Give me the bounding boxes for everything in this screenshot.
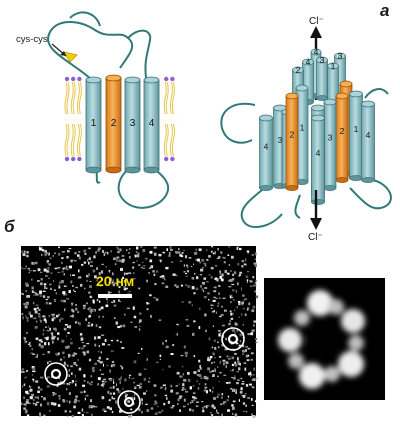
- pentamer-helix: 3: [323, 98, 337, 191]
- ion-arrow-down-head: [310, 218, 322, 230]
- pentamer-helix: 4: [361, 100, 375, 183]
- pentamer-loops: [220, 88, 392, 229]
- pentamer-helix-label: 4: [366, 130, 371, 140]
- pentamer-helix: 4: [311, 114, 325, 205]
- helix-4-label: 4: [149, 118, 155, 129]
- particle-circle: [44, 362, 68, 386]
- panel-letter-b: б: [4, 217, 15, 236]
- scale-bar-label: 20 нм: [96, 273, 134, 289]
- pentamer-helix-label: 3: [328, 133, 333, 143]
- monomer-helices: 1 2 3 4: [85, 74, 160, 174]
- particle-circle: [221, 327, 245, 351]
- scale-bar: [98, 294, 132, 298]
- ion-arrow-up-head: [310, 26, 322, 38]
- pentamer-helix: 1: [295, 84, 309, 185]
- helix-2-label: 2: [111, 118, 117, 129]
- pentamer-helices: 433412214213142334: [259, 47, 375, 205]
- pentamer-diagram: Cl⁻ 433412214213142334 Cl⁻: [220, 16, 392, 243]
- pentamer-helix: 1: [349, 90, 363, 181]
- helix-1-label: 1: [91, 118, 97, 129]
- pentamer-helix-label: 3: [278, 135, 283, 145]
- helix-3: 3: [124, 76, 141, 174]
- helix-1: 1: [85, 76, 102, 174]
- pentamer-helix: 4: [259, 114, 273, 191]
- helix-3-label: 3: [130, 118, 136, 129]
- pentamer-helix-label: 4: [316, 148, 321, 158]
- micrograph-noise: [21, 246, 259, 419]
- monomer-diagram: cys-cys 1 2 3: [16, 11, 178, 209]
- averaged-particle-image: [264, 278, 385, 400]
- bond-pointer-arrowhead: [60, 51, 66, 56]
- pentamer-helix-label: 2: [340, 126, 345, 136]
- pentamer-helix-label: 3: [320, 55, 325, 65]
- particle-circle: [117, 390, 141, 414]
- ion-label-bottom: Cl⁻: [308, 232, 323, 243]
- pentamer-helix-label: 1: [300, 122, 305, 132]
- micrograph: 20 нм: [21, 246, 259, 419]
- helix-2: 2: [105, 74, 122, 174]
- pentamer-helix-label: 2: [296, 65, 301, 75]
- pentamer-helix-label: 1: [354, 124, 359, 134]
- pentamer-helix: 2: [285, 92, 299, 191]
- pentamer-helix-label: 4: [306, 57, 311, 67]
- pentamer-helix-label: 3: [338, 51, 343, 61]
- pentamer-helix-label: 1: [331, 61, 336, 71]
- panel-letter-a: а: [380, 1, 389, 20]
- pentamer-helix-label: 4: [314, 47, 319, 57]
- pentameric-density: [278, 290, 365, 389]
- bond-label: cys-cys: [16, 34, 48, 45]
- micrograph-background: [21, 246, 256, 416]
- lipid-bilayer: [64, 76, 178, 162]
- helix-4: 4: [143, 76, 160, 174]
- ion-label-top: Cl⁻: [309, 16, 324, 27]
- pentamer-helix-label: 4: [264, 142, 269, 152]
- pentamer-helix-label: 2: [290, 129, 295, 139]
- pentamer-helix: 3: [316, 55, 328, 101]
- disulfide-bond-mark: [63, 51, 78, 63]
- pentamer-helix: 2: [335, 92, 349, 183]
